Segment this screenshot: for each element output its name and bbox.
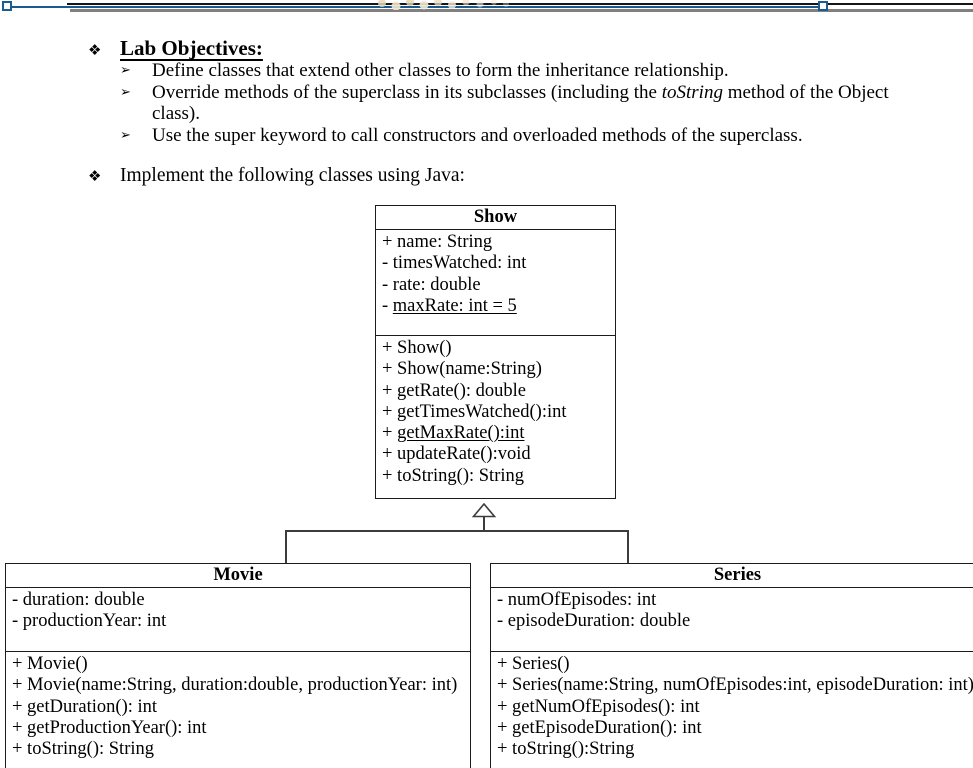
uml-method: + Show(name:String)	[382, 359, 542, 380]
logo-watermark-fragment	[378, 0, 509, 10]
uml-class-movie: Movie - duration: double - productionYea…	[5, 563, 471, 768]
arrow-bullet-icon: ➢	[120, 84, 131, 100]
uml-attribute: - numOfEpisodes: int	[497, 590, 657, 610]
uml-method: + Movie(name:String, duration:double, pr…	[12, 675, 458, 696]
uml-methods-compartment: + Movie() + Movie(name:String, duration:…	[6, 652, 470, 760]
page-border-thin-line	[67, 3, 973, 5]
italic-term: toString	[661, 81, 723, 103]
uml-attribute: - episodeDuration: double	[497, 611, 691, 632]
uml-class-title: Movie	[6, 564, 470, 588]
lab-objectives-heading: ❖ Lab Objectives:	[88, 36, 263, 61]
connector-to-series	[627, 530, 629, 564]
list-item: ➢ Use the super keyword to call construc…	[120, 125, 889, 147]
objective-text: Define classes that extend other classes…	[152, 60, 729, 81]
uml-attributes-compartment: + name: String - timesWatched: int - rat…	[376, 230, 615, 336]
uml-class-show: Show + name: String - timesWatched: int …	[375, 205, 616, 499]
uml-attributes-compartment: - numOfEpisodes: int - episodeDuration: …	[491, 588, 973, 652]
uml-methods-compartment: + Show() + Show(name:String) + getRate()…	[376, 336, 615, 487]
list-item: ➢ Define classes that extend other class…	[120, 60, 889, 82]
connector-stem	[483, 517, 485, 531]
uml-method: + getNumOfEpisodes(): int	[497, 696, 700, 717]
uml-attribute: - timesWatched: int	[382, 253, 527, 274]
uml-method: + getEpisodeDuration(): int	[497, 717, 702, 738]
uml-method: + getProductionYear(): int	[12, 717, 207, 738]
uml-method: + getRate(): double	[382, 380, 526, 401]
uml-method: + updateRate():void	[382, 444, 531, 465]
diamond-bullet-icon: ❖	[88, 41, 102, 59]
uml-method: + toString(): String	[12, 739, 154, 760]
implement-classes-title: Implement the following classes using Ja…	[120, 165, 465, 186]
page-border-thick-line	[70, 9, 973, 13]
horizontal-rule-shape[interactable]	[11, 6, 823, 9]
uml-method: + Series()	[497, 654, 570, 674]
uml-method: + toString(): String	[382, 465, 524, 486]
connector-horizontal	[285, 530, 628, 532]
uml-attributes-compartment: - duration: double - productionYear: int	[6, 588, 470, 652]
diamond-bullet-icon: ❖	[88, 167, 102, 185]
uml-class-title: Series	[491, 564, 973, 588]
uml-attribute: - rate: double	[382, 274, 481, 295]
uml-method: + getDuration(): int	[12, 696, 158, 717]
uml-method-static: + getMaxRate():int	[382, 423, 525, 444]
uml-attribute: - productionYear: int	[12, 611, 167, 632]
uml-method: + Show()	[382, 338, 452, 358]
lab-objectives-title: Lab Objectives:	[120, 36, 263, 60]
uml-class-series: Series - numOfEpisodes: int - episodeDur…	[490, 563, 973, 768]
objective-text: Override methods of the superclass in it…	[152, 81, 889, 125]
list-item: ➢ Override methods of the superclass in …	[120, 82, 889, 125]
connector-to-movie	[285, 530, 287, 564]
uml-attribute: - duration: double	[12, 590, 145, 610]
objectives-list: ➢ Define classes that extend other class…	[120, 60, 889, 147]
arrow-bullet-icon: ➢	[120, 128, 131, 144]
uml-attribute-static: - maxRate: int = 5	[382, 295, 517, 316]
uml-methods-compartment: + Series() + Series(name:String, numOfEp…	[491, 652, 973, 760]
implement-classes-heading: ❖ Implement the following classes using …	[88, 165, 465, 187]
arrow-bullet-icon: ➢	[120, 63, 131, 78]
objective-text: Use the super keyword to call constructo…	[152, 125, 803, 147]
uml-method: + Movie()	[12, 654, 88, 674]
uml-method: + getTimesWatched():int	[382, 401, 567, 422]
uml-class-title: Show	[376, 206, 615, 230]
uml-attribute: + name: String	[382, 232, 493, 252]
uml-method: + toString():String	[497, 739, 635, 760]
uml-method: + Series(name:String, numOfEpisodes:int,…	[497, 675, 973, 696]
shape-resize-handle-left[interactable]	[2, 1, 12, 11]
inheritance-triangle-icon	[472, 503, 496, 518]
shape-resize-handle-right[interactable]	[818, 1, 828, 11]
